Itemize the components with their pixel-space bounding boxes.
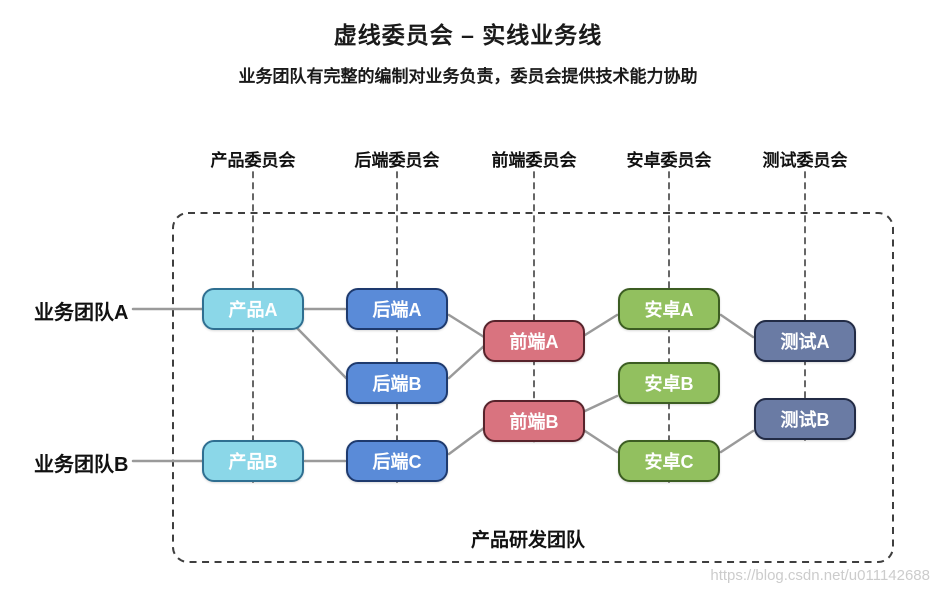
- node-android-c: 安卓C: [618, 440, 720, 482]
- node-backend-c: 后端C: [346, 440, 448, 482]
- edge-backend-b-to-frontend-a: [447, 344, 486, 380]
- edge-frontend-b-to-android-c: [583, 429, 619, 454]
- diagram-subtitle: 业务团队有完整的编制对业务负责，委员会提供技术能力协助: [238, 67, 698, 86]
- product-rd-team-label: 产品研发团队: [470, 530, 585, 551]
- node-product-a: 产品A: [202, 288, 304, 330]
- team-label-a: 业务团队A: [34, 302, 129, 324]
- edge-android-a-to-test-a: [719, 313, 755, 339]
- watermark-text: https://blog.csdn.net/u011142688: [710, 567, 930, 584]
- node-test-b: 测试B: [754, 398, 856, 440]
- node-android-a: 安卓A: [618, 288, 720, 330]
- diagram-title: 虚线委员会 – 实线业务线: [333, 22, 603, 48]
- committee-header-2: 前端委员会: [491, 151, 577, 170]
- committee-header-3: 安卓委员会: [626, 151, 712, 170]
- committee-header-0: 产品委员会: [210, 151, 296, 170]
- node-product-b: 产品B: [202, 440, 304, 482]
- committee-header-1: 后端委员会: [354, 151, 440, 170]
- node-test-a: 测试A: [754, 320, 856, 362]
- node-backend-b: 后端B: [346, 362, 448, 404]
- product-rd-team-boundary: [172, 212, 894, 563]
- edge-backend-c-to-frontend-b: [447, 426, 486, 456]
- edge-frontend-b-to-android-b: [583, 394, 619, 413]
- node-backend-a: 后端A: [346, 288, 448, 330]
- node-android-b: 安卓B: [618, 362, 720, 404]
- edge-backend-a-to-frontend-a: [447, 313, 486, 339]
- node-frontend-a: 前端A: [483, 320, 585, 362]
- edge-android-c-to-test-b: [719, 429, 755, 454]
- team-label-b: 业务团队B: [34, 454, 129, 476]
- committee-header-4: 测试委员会: [762, 151, 848, 170]
- edge-product-a-to-backend-b: [295, 326, 348, 380]
- edge-frontend-a-to-android-a: [583, 313, 619, 337]
- node-frontend-b: 前端B: [483, 400, 585, 442]
